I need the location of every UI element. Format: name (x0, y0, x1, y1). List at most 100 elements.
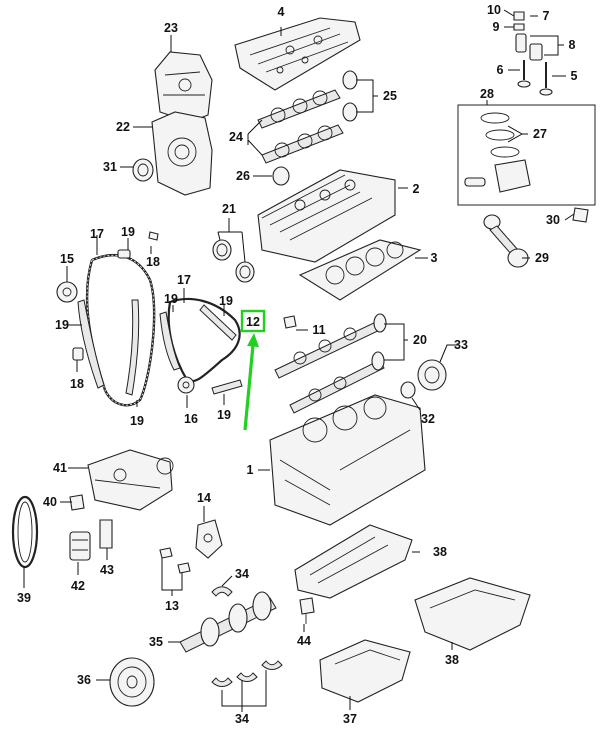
callout-label-6: 6 (497, 63, 504, 77)
cam-sprocket-part (342, 70, 358, 122)
callout-label-34a: 34 (235, 567, 249, 581)
oil-sensor-part (299, 597, 315, 624)
cam-gear-small-part (272, 166, 290, 186)
callout-label-1: 1 (247, 463, 254, 477)
callout-label-18b: 18 (70, 377, 84, 391)
highlight-box (240, 309, 266, 333)
main-bearings-lower-part (211, 660, 283, 687)
callout-label-29: 29 (535, 251, 549, 265)
callout-label-27: 27 (533, 127, 547, 141)
callout-label-37: 37 (343, 712, 357, 726)
exhaust-camshaft-part (261, 124, 344, 164)
crank-pulley-part (109, 657, 155, 707)
callout-label-11: 11 (312, 323, 325, 337)
callout-label-43: 43 (100, 563, 114, 577)
callout-label-15: 15 (60, 252, 74, 266)
callout-label-19f: 19 (217, 408, 231, 422)
engine-block-part (269, 394, 426, 526)
timing-sprocket-part (56, 281, 78, 303)
callout-label-31: 31 (103, 160, 117, 174)
callout-label-38a: 38 (433, 545, 447, 559)
callout-label-25: 25 (383, 89, 397, 103)
front-seal-part (132, 158, 154, 182)
crankshaft-part (179, 591, 277, 653)
chain-tensioner-part (72, 231, 159, 361)
callout-label-20: 20 (413, 333, 427, 347)
callout-label-33: 33 (454, 338, 468, 352)
callout-label-36: 36 (77, 673, 91, 687)
callout-label-16: 16 (184, 412, 198, 426)
oil-pump-part (87, 449, 174, 511)
highlight-callout-12[interactable]: 12 (240, 309, 266, 431)
callout-labels: 4 23 22 31 24 25 26 2 21 3 17 19 18 15 1… (17, 3, 577, 726)
connecting-rod-part (483, 214, 529, 268)
rear-main-seal-part (417, 359, 447, 391)
upper-timing-cover-part (154, 51, 213, 123)
lower-timing-cover-part (151, 111, 213, 196)
callout-label-19c: 19 (130, 414, 144, 428)
callout-label-12: 12 (246, 315, 260, 329)
callout-label-39: 39 (17, 591, 31, 605)
seal-rings-part (212, 239, 255, 283)
intake-camshaft-part (257, 89, 341, 129)
callout-label-17b: 17 (177, 273, 191, 287)
highlight-arrowhead (247, 333, 259, 347)
callout-label-5: 5 (571, 69, 578, 83)
callout-label-7: 7 (543, 9, 550, 23)
callout-label-28: 28 (480, 87, 494, 101)
callout-label-4: 4 (278, 5, 285, 19)
callout-label-41: 41 (53, 461, 67, 475)
reluctor-ring-part (195, 519, 223, 559)
camshaft-assembly-part (274, 313, 387, 414)
callout-label-44: 44 (297, 634, 311, 648)
bolts-part (159, 547, 191, 574)
highlight-arrow (243, 344, 255, 431)
callout-label-10: 10 (487, 3, 501, 17)
callout-label-30: 30 (546, 213, 560, 227)
callout-label-3: 3 (431, 251, 438, 265)
callout-label-13: 13 (165, 599, 179, 613)
callout-label-23: 23 (164, 21, 178, 35)
callout-label-38b: 38 (445, 653, 459, 667)
callout-label-19e: 19 (219, 294, 233, 308)
main-bearings-upper-part (211, 586, 233, 597)
balance-chain-part (159, 298, 243, 395)
valve-keepers-part (513, 11, 525, 31)
callout-label-9: 9 (493, 20, 500, 34)
callout-label-24: 24 (229, 130, 243, 144)
callout-label-14: 14 (197, 491, 211, 505)
upper-oil-pan-part (294, 524, 413, 599)
filter-housing-part (69, 531, 91, 561)
chain-guide-left-part (77, 299, 140, 396)
crank-sprocket-part (177, 376, 195, 394)
bracket-part (99, 519, 113, 549)
valve-springs-part (515, 33, 543, 61)
leader-lines (23, 9, 575, 712)
callout-label-8: 8 (569, 38, 576, 52)
callout-label-40: 40 (43, 495, 57, 509)
callout-label-19b: 19 (55, 318, 69, 332)
valve-cover-part (234, 17, 361, 91)
callout-label-22: 22 (116, 120, 130, 134)
callout-label-2: 2 (413, 182, 420, 196)
head-gasket-part (298, 239, 422, 301)
callout-label-42: 42 (71, 579, 85, 593)
callout-label-19a: 19 (121, 225, 135, 239)
callout-label-19d: 19 (164, 292, 178, 306)
bearing-bushing-part (400, 381, 416, 399)
lower-oil-pan-part (414, 577, 531, 651)
cylinder-head-part (257, 169, 396, 263)
drive-belt-part (11, 495, 39, 569)
callout-label-35: 35 (149, 635, 163, 649)
callout-label-17a: 17 (90, 227, 104, 241)
callout-label-18a: 18 (146, 255, 160, 269)
callout-label-34b: 34 (235, 712, 249, 726)
callout-label-32: 32 (421, 412, 435, 426)
fastener-part (283, 315, 297, 329)
valves-part (517, 60, 553, 96)
rod-bolts-part (572, 207, 589, 223)
callout-label-26: 26 (236, 169, 250, 183)
oil-pump-pickup-part (319, 639, 411, 703)
piston-kit-part (457, 104, 596, 206)
